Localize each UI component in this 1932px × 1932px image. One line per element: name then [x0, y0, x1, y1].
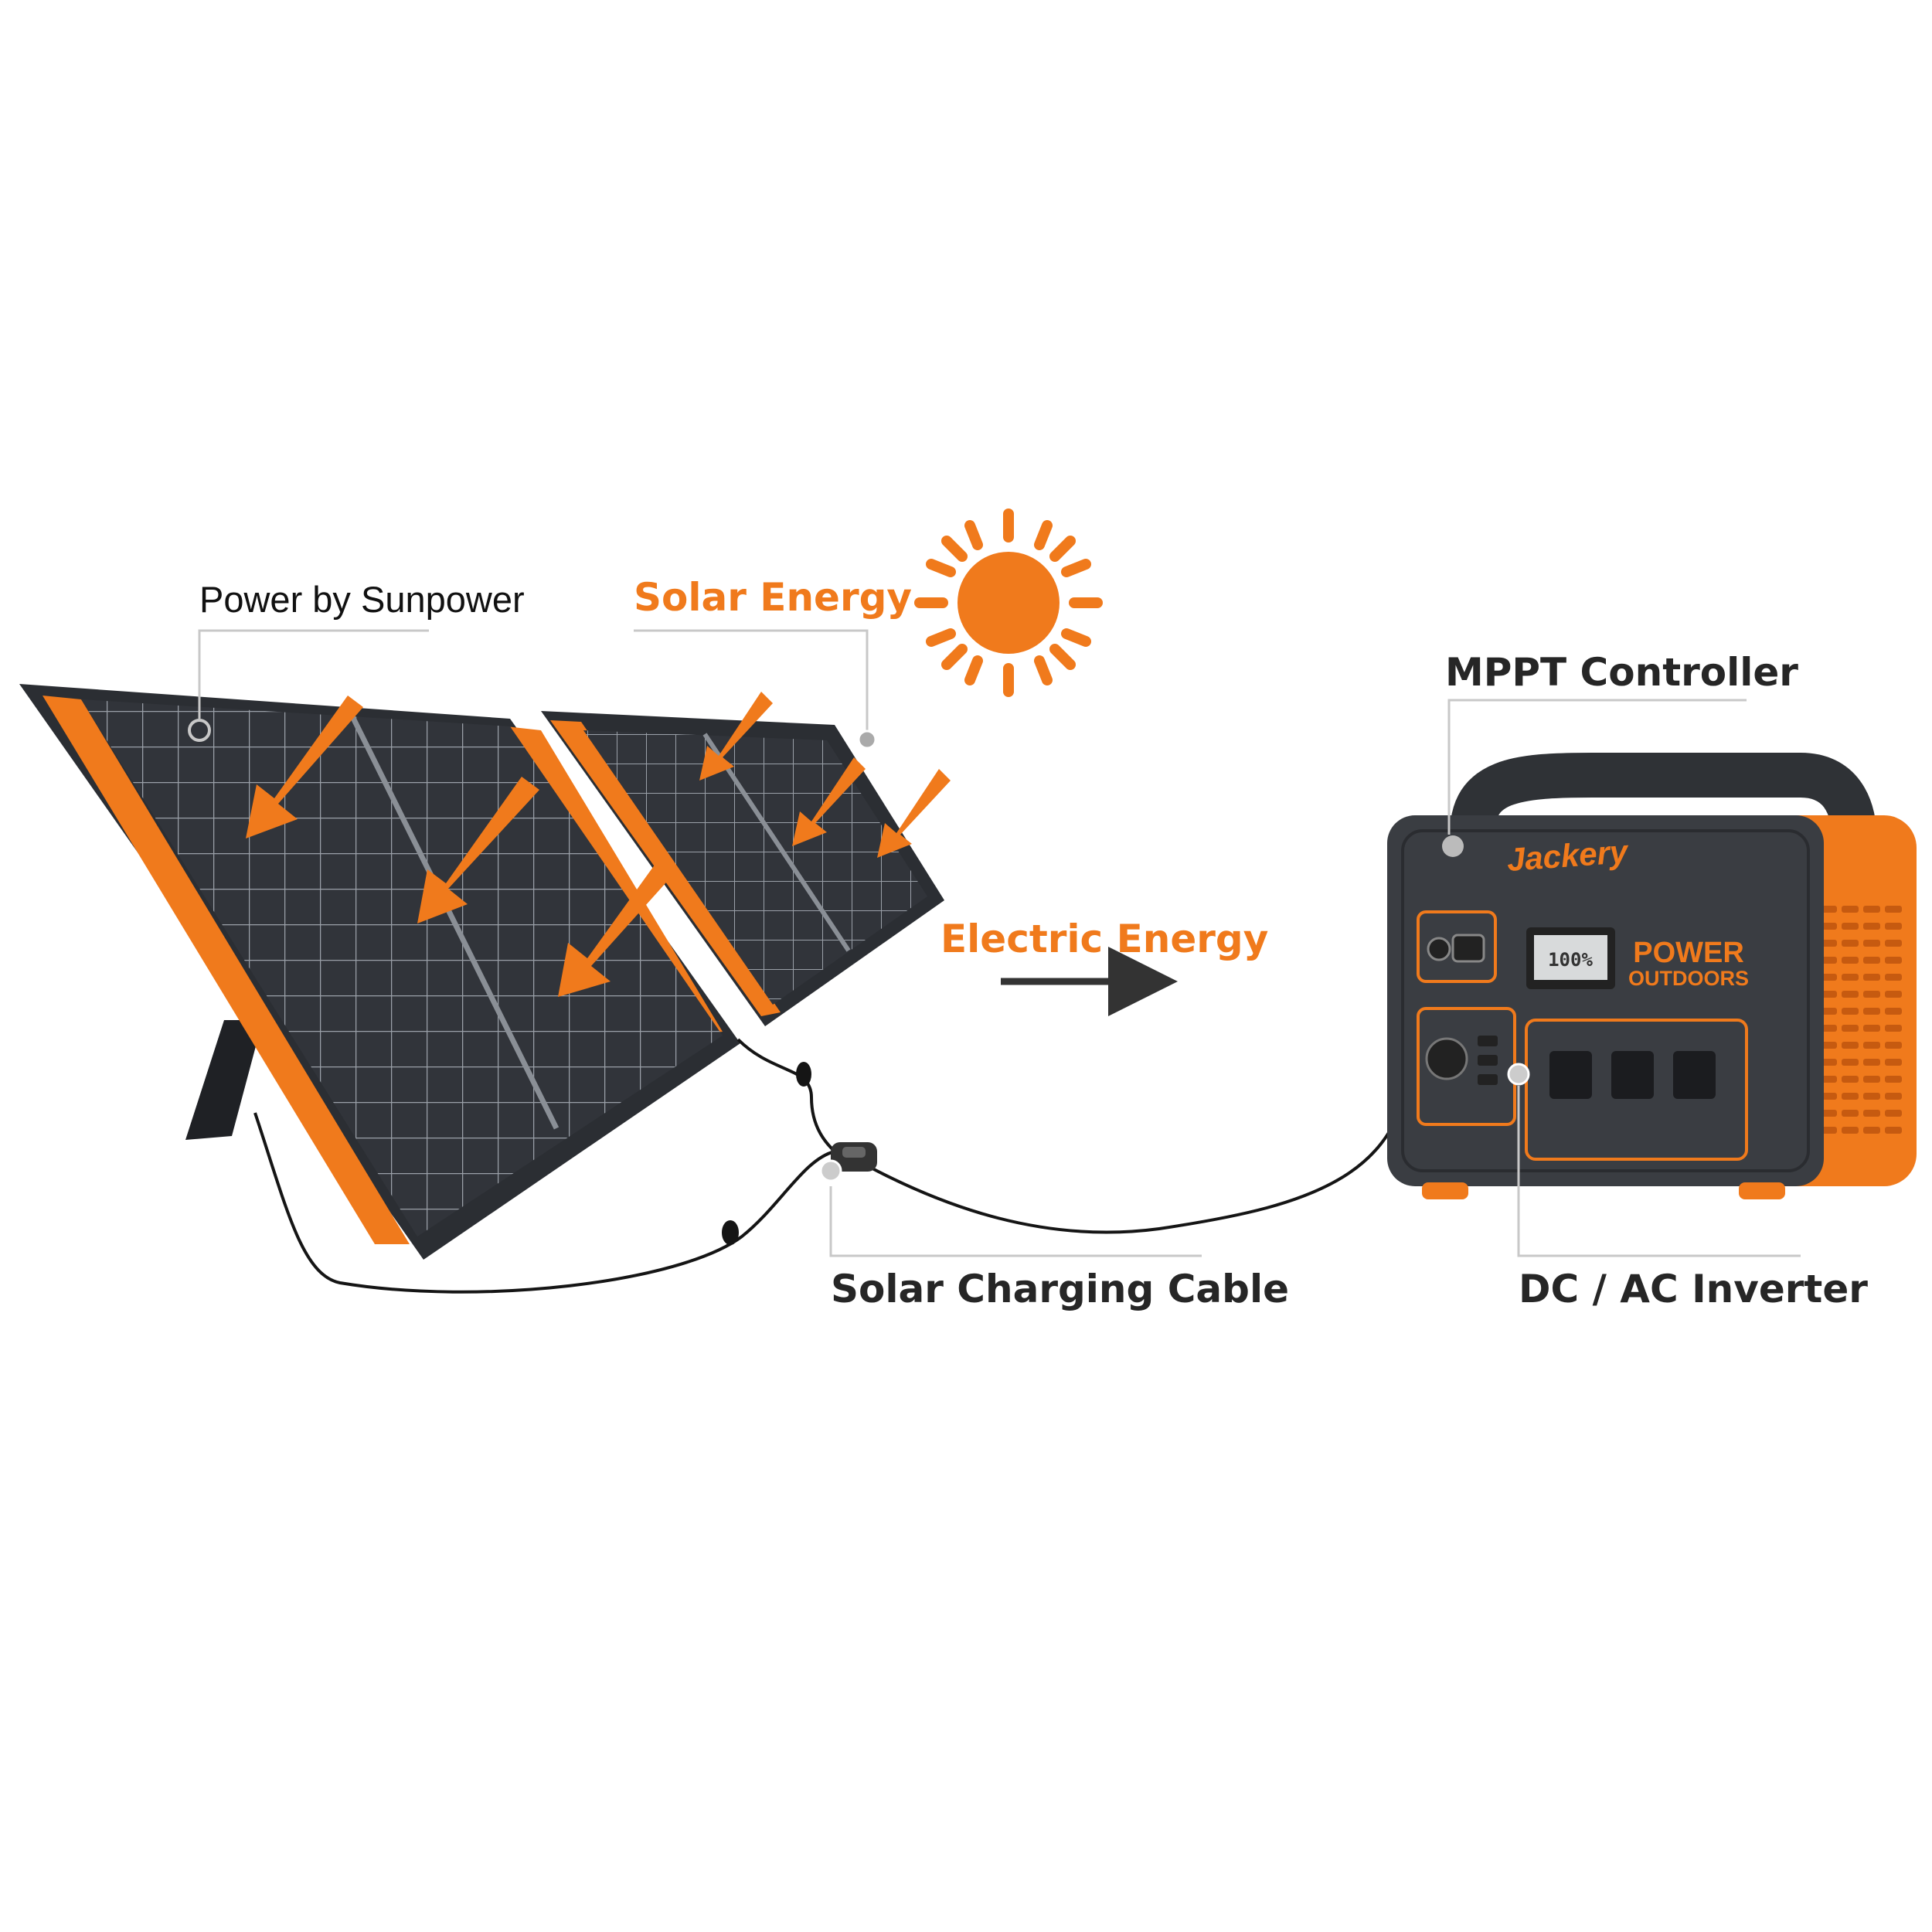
input-port-panel — [1417, 910, 1497, 983]
mppt-controller-label: MPPT Controller — [1445, 650, 1798, 695]
solar-panel-front — [19, 684, 740, 1260]
leader-lines — [198, 629, 1801, 1257]
electric-energy-label: Electric Energy — [940, 917, 1269, 961]
solar-energy-label: Solar Energy — [634, 575, 913, 620]
battery-percent: 100% — [1548, 949, 1593, 971]
ac-outlets — [1549, 1051, 1716, 1099]
solar-charging-cable-label: Solar Charging Cable — [831, 1267, 1289, 1311]
power-station: Jackery 100% POWER OUTDOORS — [1387, 753, 1917, 1199]
ac-output-panel — [1525, 1019, 1748, 1161]
badge-power: POWER — [1633, 937, 1744, 969]
badge-outdoors: OUTDOORS — [1628, 967, 1749, 990]
cable-connector — [819, 1142, 877, 1182]
sun-icon — [914, 509, 1103, 697]
dc-ac-inverter-label: DC / AC Inverter — [1519, 1267, 1868, 1311]
solar-ray-arrows — [246, 692, 951, 997]
brand-logo: Jackery — [1505, 833, 1631, 878]
power-by-sunpower-label: Power by Sunpower — [199, 579, 525, 620]
